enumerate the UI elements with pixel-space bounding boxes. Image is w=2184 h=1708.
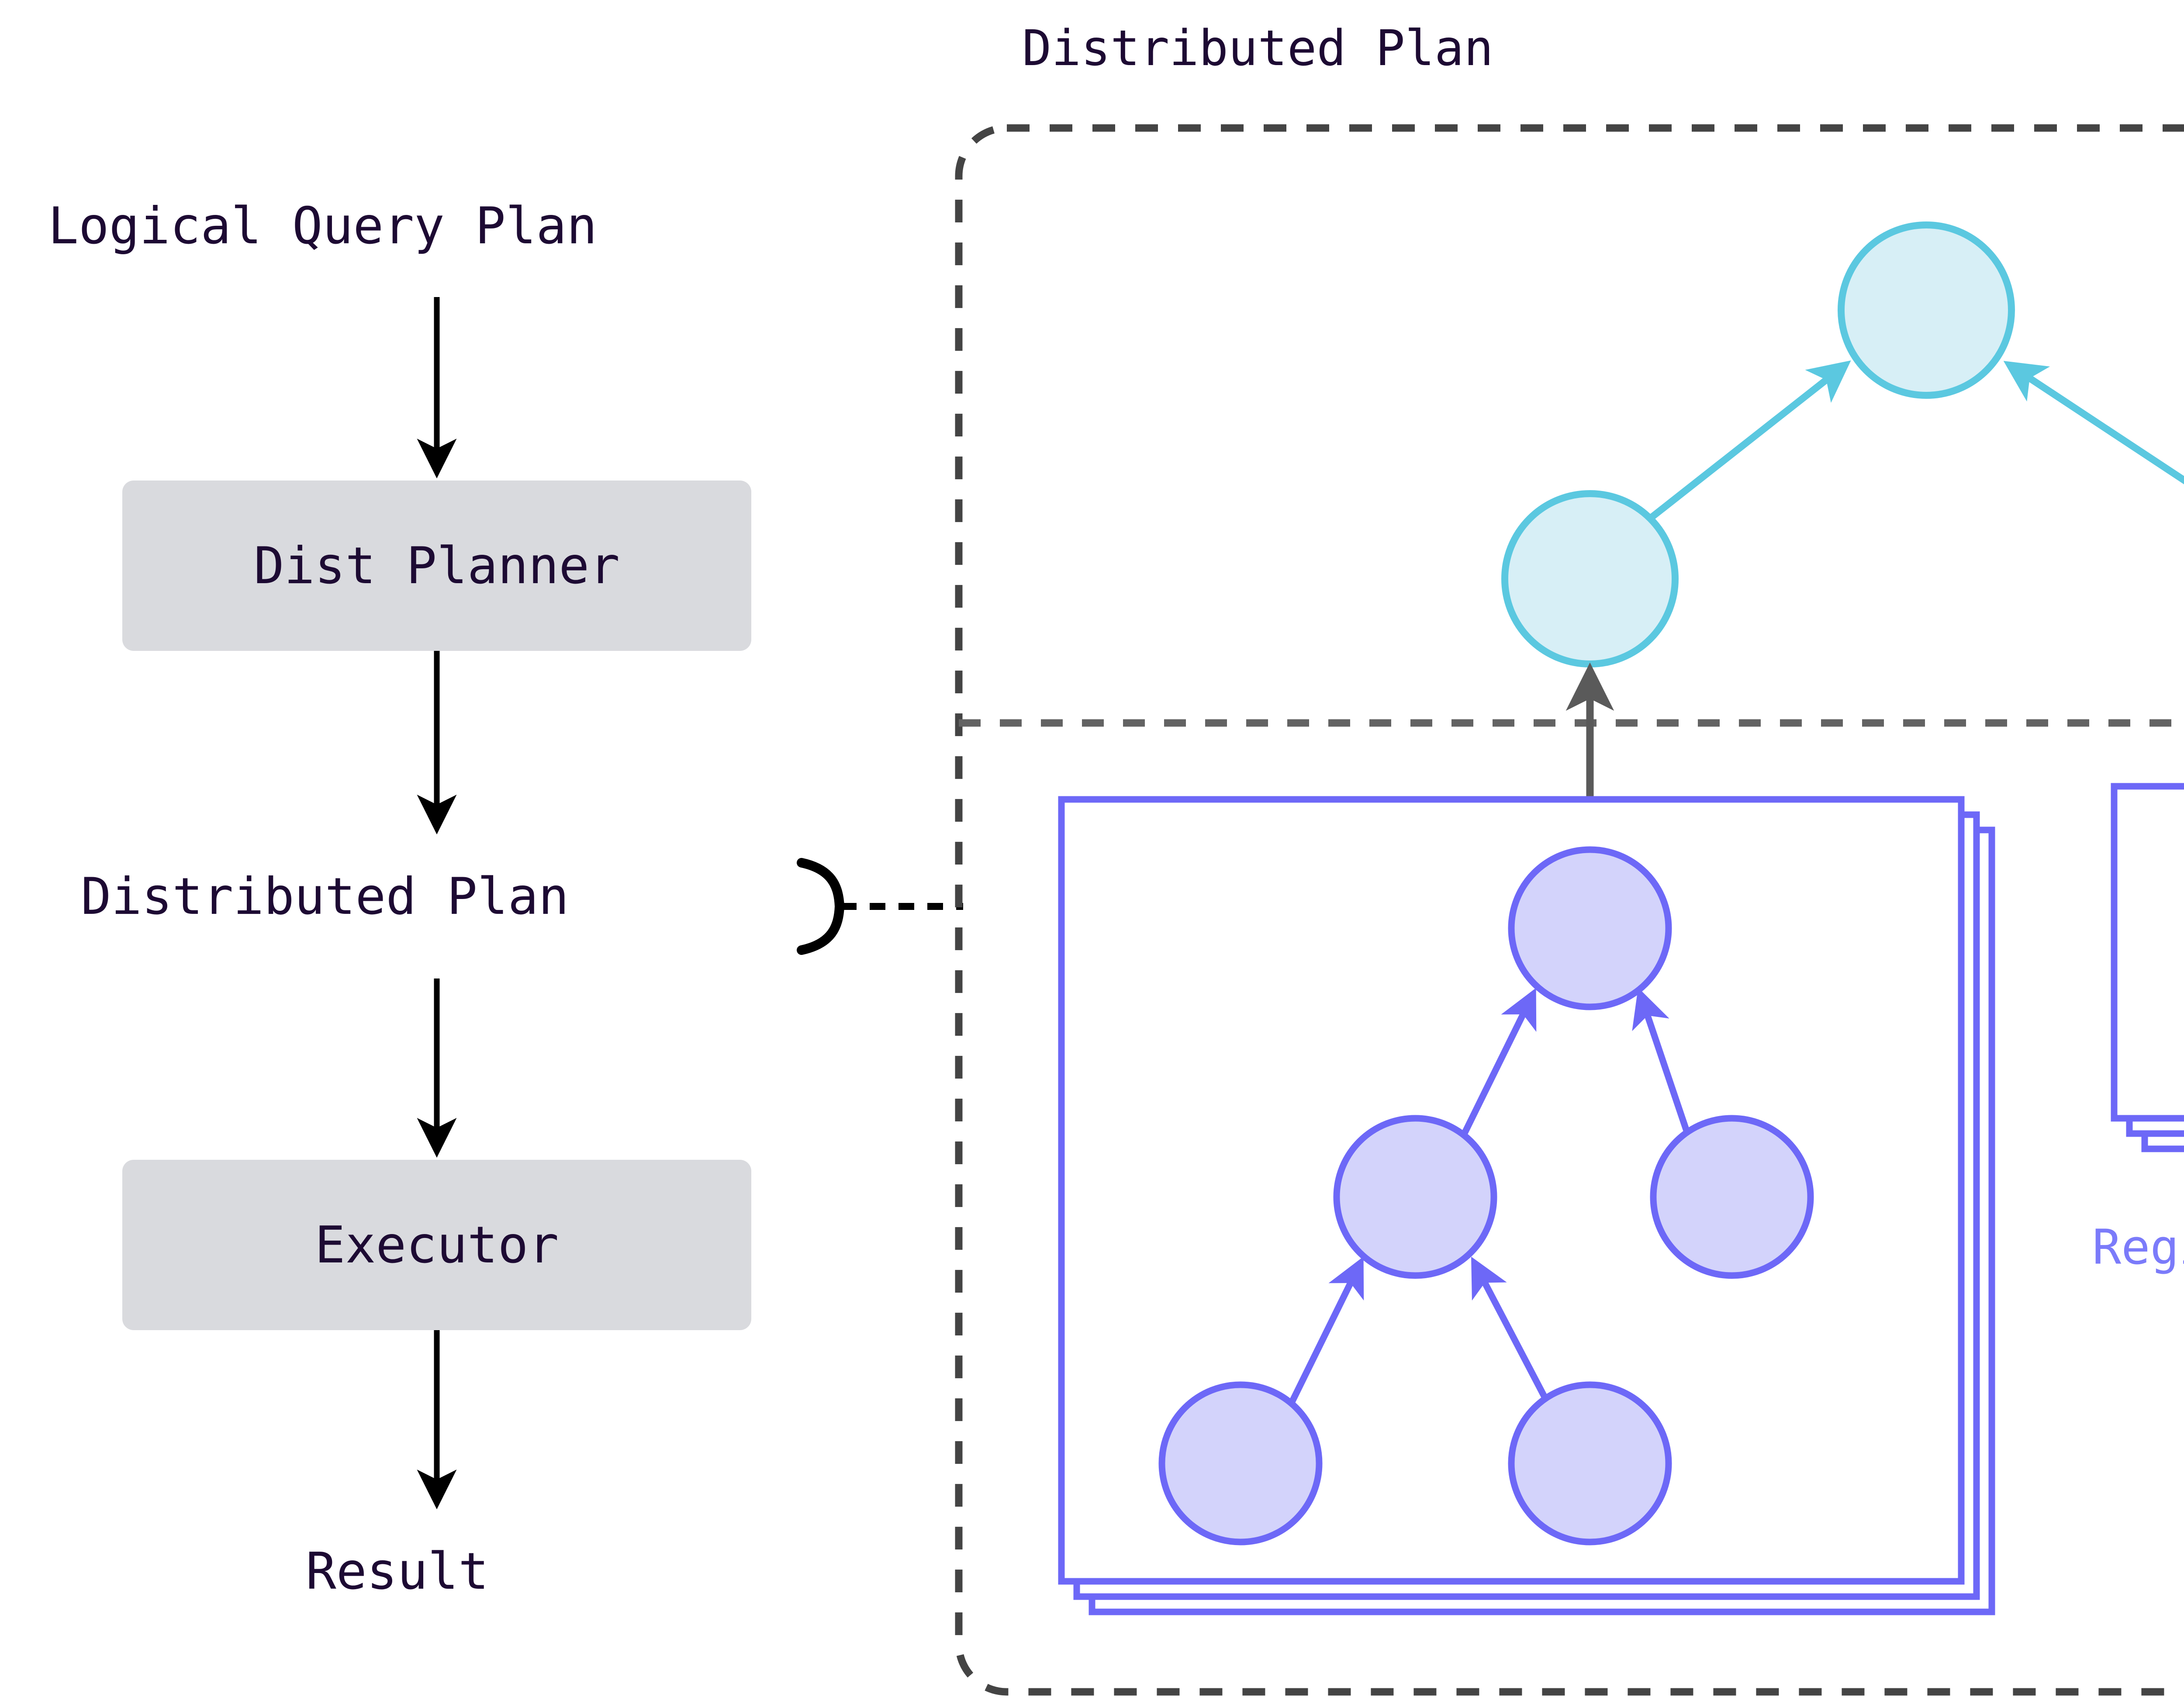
- frontend-stage-tree: [1501, 221, 2184, 667]
- regions-label: Regions: [2092, 1219, 2184, 1275]
- region-node-l-right[interactable]: [1650, 1115, 1814, 1279]
- executor-box[interactable]: [122, 1160, 751, 1330]
- edge-lmid-to-lroot: [1460, 988, 1537, 1138]
- frontend-node-left[interactable]: [1501, 490, 1679, 667]
- logical-query-plan-label: Logical Query Plan: [48, 197, 598, 256]
- frontend-node-root[interactable]: [1838, 221, 2015, 399]
- edge-lleaf2-to-lmid: [1471, 1256, 1552, 1406]
- edge-frontend-left-to-root: [1649, 360, 1851, 521]
- dist-planner-box[interactable]: [122, 481, 751, 651]
- plan-connector-group: [797, 858, 963, 955]
- distributed-plan-mid-label: Distributed Plan: [81, 867, 569, 926]
- region-node-l-leaf2[interactable]: [1508, 1381, 1672, 1545]
- region-card-right-layer-1[interactable]: [2111, 783, 2184, 1122]
- distributed-plan-title: Distributed Plan: [1022, 20, 1493, 77]
- distributed-plan-container: [955, 124, 2184, 1696]
- region-stack-right[interactable]: [2111, 783, 2184, 1152]
- region-stack-left[interactable]: [1058, 796, 1995, 1615]
- region-node-l-mid[interactable]: [1333, 1115, 1497, 1279]
- edge-lright-to-lroot: [1632, 987, 1692, 1137]
- region-node-l-root[interactable]: [1508, 846, 1672, 1010]
- region-node-l-leaf1[interactable]: [1158, 1381, 1323, 1545]
- left-flow-group: [122, 297, 751, 1510]
- curly-brace-icon: [797, 858, 845, 955]
- edge-frontend-right-to-root: [2003, 361, 2184, 484]
- result-label: Result: [306, 1542, 489, 1601]
- edge-lleaf1-to-lmid: [1288, 1256, 1364, 1406]
